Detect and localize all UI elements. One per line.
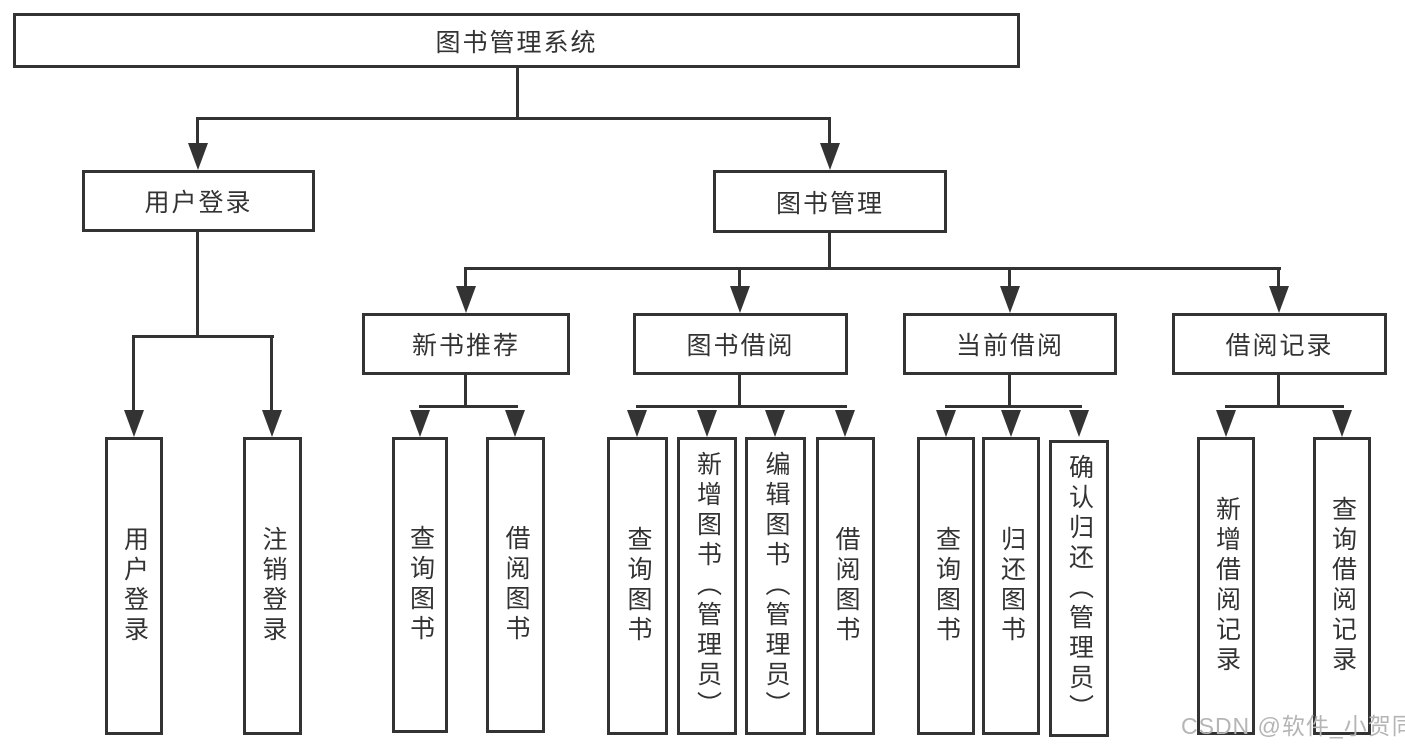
node-root: 图书管理系统 xyxy=(13,13,1020,68)
node-book-management-label: 图书管理 xyxy=(775,189,884,218)
node-current-borrow: 当前借阅 xyxy=(903,313,1117,375)
node-book-borrow-label: 图书借阅 xyxy=(686,332,795,360)
leaf-logout: 注销登录 xyxy=(243,437,302,735)
connector-line xyxy=(196,117,199,145)
arrowhead-down-icon xyxy=(765,410,785,437)
connector-line xyxy=(738,375,741,408)
leaf-logout-label: 注销登录 xyxy=(259,526,287,646)
connector-line xyxy=(636,405,847,408)
connector-line xyxy=(1008,375,1011,408)
leaf-br-add-record-label: 新增借阅记录 xyxy=(1212,496,1241,676)
leaf-cb-query-book: 查询图书 xyxy=(917,437,975,735)
leaf-cb-confirm-return-label: 确认归还（管理员） xyxy=(1065,453,1094,724)
leaf-rec-query-book-label: 查询图书 xyxy=(406,525,435,645)
node-book-borrow: 图书借阅 xyxy=(633,313,848,375)
connector-line xyxy=(738,267,741,289)
connector-line xyxy=(516,68,519,120)
arrowhead-down-icon xyxy=(188,143,208,170)
connector-line xyxy=(1277,375,1280,408)
arrowhead-down-icon xyxy=(124,410,144,437)
connector-line xyxy=(132,335,135,413)
connector-line xyxy=(464,267,467,289)
connector-line xyxy=(945,405,1082,408)
arrowhead-down-icon xyxy=(820,143,840,170)
connector-line xyxy=(419,405,518,408)
node-current-borrow-label: 当前借阅 xyxy=(955,332,1064,360)
leaf-bb-query-book-label: 查询图书 xyxy=(624,526,652,646)
node-root-label: 图书管理系统 xyxy=(435,28,598,57)
leaf-cb-query-book-label: 查询图书 xyxy=(932,526,961,646)
leaf-br-query-record: 查询借阅记录 xyxy=(1313,437,1371,735)
arrowhead-down-icon xyxy=(1269,286,1289,313)
leaf-cb-return-book: 归还图书 xyxy=(982,437,1040,735)
node-borrow-records-label: 借阅记录 xyxy=(1225,332,1334,360)
connector-line xyxy=(828,117,831,145)
arrowhead-down-icon xyxy=(410,410,430,437)
leaf-bb-borrow-book: 借阅图书 xyxy=(816,437,875,735)
arrowhead-down-icon xyxy=(456,286,476,313)
arrowhead-down-icon xyxy=(1001,410,1021,437)
leaf-user-login-label: 用户登录 xyxy=(120,526,149,646)
arrowhead-down-icon xyxy=(1000,286,1020,313)
arrowhead-down-icon xyxy=(835,410,855,437)
leaf-cb-confirm-return: 确认归还（管理员） xyxy=(1049,440,1109,737)
csdn-watermark: CSDN @软件_小贺同学 xyxy=(1181,713,1405,739)
leaf-rec-borrow-book: 借阅图书 xyxy=(486,437,545,733)
connector-line xyxy=(1277,267,1280,289)
node-user-login: 用户登录 xyxy=(82,170,315,232)
node-borrow-records: 借阅记录 xyxy=(1172,313,1387,375)
connector-line xyxy=(828,233,831,270)
connector-line xyxy=(1225,405,1344,408)
connector-line xyxy=(133,335,274,338)
leaf-bb-query-book: 查询图书 xyxy=(607,437,668,735)
connector-line xyxy=(196,232,199,335)
connector-line xyxy=(464,375,467,408)
arrowhead-down-icon xyxy=(627,410,647,437)
leaf-bb-add-book-label: 新增图书（管理员） xyxy=(693,451,722,721)
arrowhead-down-icon xyxy=(1069,410,1089,437)
arrowhead-down-icon xyxy=(262,410,282,437)
arrowhead-down-icon xyxy=(1332,410,1352,437)
connector-line xyxy=(1008,267,1011,289)
connector-line xyxy=(197,117,831,120)
arrowhead-down-icon xyxy=(936,410,956,437)
arrowhead-down-icon xyxy=(1216,410,1236,437)
node-book-management: 图书管理 xyxy=(713,170,947,233)
node-user-login-label: 用户登录 xyxy=(144,189,253,217)
arrowhead-down-icon xyxy=(697,410,717,437)
connector-line xyxy=(465,267,1281,270)
leaf-rec-borrow-book-label: 借阅图书 xyxy=(502,525,530,645)
leaf-bb-edit-book-label: 编辑图书（管理员） xyxy=(762,451,790,721)
leaf-br-add-record: 新增借阅记录 xyxy=(1197,437,1255,735)
node-new-book-recommend-label: 新书推荐 xyxy=(411,332,520,360)
leaf-user-login: 用户登录 xyxy=(105,437,163,735)
leaf-cb-return-book-label: 归还图书 xyxy=(997,526,1026,646)
leaf-bb-edit-book: 编辑图书（管理员） xyxy=(745,437,806,735)
leaf-bb-borrow-book-label: 借阅图书 xyxy=(832,526,860,646)
arrowhead-down-icon xyxy=(505,410,525,437)
leaf-rec-query-book: 查询图书 xyxy=(392,437,448,733)
leaf-br-query-record-label: 查询借阅记录 xyxy=(1328,496,1357,676)
leaf-bb-add-book: 新增图书（管理员） xyxy=(677,437,737,735)
node-new-book-recommend: 新书推荐 xyxy=(362,313,570,375)
arrowhead-down-icon xyxy=(730,286,750,313)
connector-line xyxy=(270,335,273,413)
